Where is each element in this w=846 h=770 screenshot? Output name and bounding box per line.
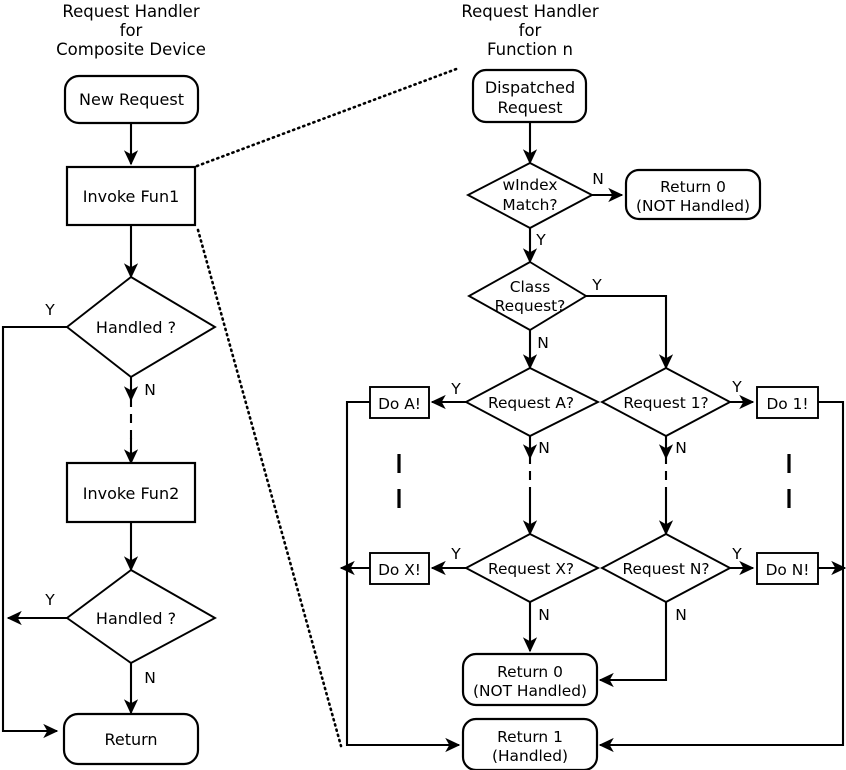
label-request-x-no: N [538, 606, 550, 624]
node-do-n[interactable]: Do N! [756, 552, 819, 585]
windex-match-label-line1: wIndex [503, 176, 558, 194]
label-handled2-no: N [144, 669, 156, 687]
dispatched-request-shape [471, 68, 588, 124]
node-class-request[interactable]: Class Request? [467, 260, 588, 332]
do-a-label: Do A! [378, 395, 421, 413]
right-column-title: Request Handler for Function n [461, 2, 598, 59]
right-title-line3: Function n [487, 40, 573, 59]
handled-1-label: Handled ? [96, 318, 176, 337]
right-title-line1: Request Handler [461, 2, 598, 21]
do-n-label: Do N! [766, 561, 810, 579]
return-label: Return [104, 730, 157, 749]
label-windex-no: N [592, 170, 604, 188]
class-request-label-line2: Request? [495, 297, 566, 315]
new-request-shape [63, 74, 200, 125]
node-return0-top[interactable]: Return 0 (NOT Handled) [624, 168, 762, 221]
invoke-fun2-label: Invoke Fun2 [83, 484, 180, 503]
label-handled1-yes: Y [44, 301, 55, 319]
new-request-label: New Request [79, 90, 184, 109]
edge-request-n-no-to-return0 [598, 602, 668, 688]
windex-match-label-line2: Match? [502, 196, 557, 214]
node-handled-2[interactable]: Handled ? [65, 568, 217, 665]
handled-2-shape [65, 568, 217, 665]
return0-bottom-shape [461, 652, 599, 707]
node-return0-bottom[interactable]: Return 0 (NOT Handled) [461, 652, 599, 707]
label-request-n-no: N [675, 606, 687, 624]
request-1-shape [599, 366, 733, 438]
handled-1-shape [65, 275, 217, 379]
label-request-n-yes: Y [731, 545, 742, 563]
label-handled1-no: N [144, 381, 156, 399]
edge-handled1-yes-rail [1, 325, 67, 739]
label-request-x-yes: Y [450, 545, 461, 563]
label-request-a-yes: Y [450, 380, 461, 398]
node-invoke-fun2[interactable]: Invoke Fun2 [65, 461, 197, 524]
handled-2-label: Handled ? [96, 609, 176, 628]
label-class-no: N [537, 334, 549, 352]
node-new-request[interactable]: New Request [63, 74, 200, 125]
label-request-1-no: N [675, 439, 687, 457]
do-1-label: Do 1! [766, 395, 808, 413]
request-a-shape [463, 366, 601, 438]
return-shape [62, 712, 200, 766]
invoke-fun1-label: Invoke Fun1 [83, 187, 180, 206]
label-windex-yes: Y [535, 231, 546, 249]
dispatched-request-label-line2: Request [498, 98, 563, 117]
node-handled-1[interactable]: Handled ? [65, 275, 217, 379]
left-title-line3: Composite Device [56, 40, 206, 59]
return1-bottom-label-line1: Return 1 [497, 728, 563, 746]
label-request-a-no: N [538, 439, 550, 457]
node-do-x[interactable]: Do X! [369, 552, 430, 585]
connector-dotted-upper [195, 66, 461, 168]
connector-dotted-lower [196, 228, 343, 748]
node-return[interactable]: Return [62, 712, 200, 766]
return1-bottom-label-line2: (Handled) [492, 747, 568, 765]
node-invoke-fun1[interactable]: Invoke Fun1 [65, 165, 197, 227]
do-x-shape [369, 552, 430, 585]
windex-match-shape [465, 161, 595, 230]
left-flow-edges [1, 122, 139, 739]
invoke-fun1-shape [65, 165, 197, 227]
node-return1-bottom[interactable]: Return 1 (Handled) [461, 717, 599, 770]
node-windex-match[interactable]: wIndex Match? [465, 161, 595, 230]
request-n-shape [599, 532, 733, 604]
node-request-1[interactable]: Request 1? [599, 366, 733, 438]
right-flow-edges [339, 122, 846, 753]
request-x-label: Request X? [488, 560, 574, 578]
return0-top-label-line1: Return 0 [660, 178, 726, 196]
left-title-line2: for [120, 21, 143, 40]
label-class-yes: Y [591, 276, 602, 294]
node-request-n[interactable]: Request N? [599, 532, 733, 604]
node-request-x[interactable]: Request X? [463, 532, 601, 604]
request-a-label: Request A? [488, 394, 574, 412]
request-x-shape [463, 532, 601, 604]
node-do-a[interactable]: Do A! [369, 386, 430, 419]
node-do-1[interactable]: Do 1! [756, 386, 819, 419]
return0-top-label-line2: (NOT Handled) [636, 197, 750, 215]
left-column-title: Request Handler for Composite Device [56, 2, 206, 59]
return0-bottom-label-line2: (NOT Handled) [473, 682, 587, 700]
do-1-shape [756, 386, 819, 419]
do-n-shape [756, 552, 819, 585]
request-n-label: Request N? [622, 560, 709, 578]
label-handled2-yes: Y [44, 591, 55, 609]
invoke-fun2-shape [65, 461, 197, 524]
node-request-a[interactable]: Request A? [463, 366, 601, 438]
request-1-label: Request 1? [623, 394, 708, 412]
node-dispatched-request[interactable]: Dispatched Request [471, 68, 588, 124]
label-request-1-yes: Y [731, 378, 742, 396]
do-x-label: Do X! [378, 561, 421, 579]
class-request-shape [467, 260, 588, 332]
return1-bottom-shape [461, 717, 599, 770]
return0-bottom-label-line1: Return 0 [497, 663, 563, 681]
edge-class-yes-to-request-1 [586, 294, 674, 370]
left-title-line1: Request Handler [62, 2, 199, 21]
dispatched-request-label-line1: Dispatched [485, 78, 575, 97]
right-title-line2: for [519, 21, 542, 40]
class-request-label-line1: Class [510, 278, 551, 296]
return0-top-shape [624, 168, 762, 221]
do-a-shape [369, 386, 430, 419]
